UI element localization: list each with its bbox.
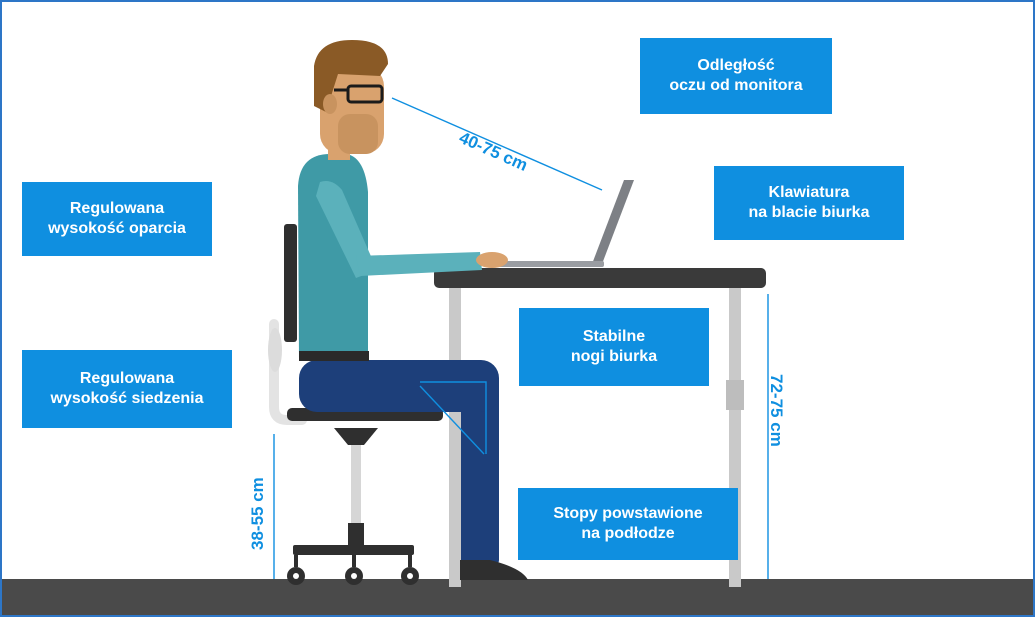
label-keyboard: Klawiatura na blacie biurka — [714, 166, 904, 240]
label-backrest: Regulowana wysokość oparcia — [22, 182, 212, 256]
sight-line — [391, 97, 603, 191]
chair-backrest — [284, 224, 297, 342]
chair-cylinder — [351, 445, 361, 525]
glasses-icon — [334, 84, 384, 104]
chair-lumbar — [268, 328, 282, 372]
person-torso — [298, 154, 368, 360]
laptop-base — [492, 261, 604, 267]
label-feet: Stopy powstawione na podłodze — [518, 488, 738, 560]
person-hand — [476, 252, 508, 268]
person-lower-leg — [461, 384, 499, 566]
floor — [2, 579, 1033, 615]
person-belt — [299, 351, 369, 361]
guide-lines — [273, 97, 769, 579]
dimension-seat-height: 38-55 cm — [248, 477, 267, 550]
office-chair — [268, 224, 443, 585]
knee-angle-diagonal — [419, 385, 485, 455]
label-eye-distance: Odległość oczu od monitora — [640, 38, 832, 114]
chair-support — [269, 319, 307, 425]
person — [298, 40, 528, 580]
dimension-desk-height: 72-75 cm — [767, 374, 786, 447]
chair-base-bar — [293, 545, 414, 555]
person-upper-arm — [316, 181, 377, 278]
knee-angle-guide — [420, 381, 487, 454]
chair-column-base — [348, 523, 364, 549]
person-hair — [314, 40, 388, 112]
desk-top — [434, 268, 766, 288]
laptop-screen — [592, 180, 634, 264]
person-forearm — [356, 252, 482, 276]
label-desk-legs: Stabilne nogi biurka — [519, 308, 709, 386]
person-beard — [338, 114, 378, 154]
chair-cylinder-top — [334, 428, 378, 445]
desk-left-leg — [449, 287, 461, 587]
person-thigh — [299, 360, 499, 412]
laptop — [492, 180, 634, 267]
label-seat-height: Regulowana wysokość siedzenia — [22, 350, 232, 428]
person-ear — [323, 94, 337, 114]
person-shoe — [460, 560, 528, 580]
